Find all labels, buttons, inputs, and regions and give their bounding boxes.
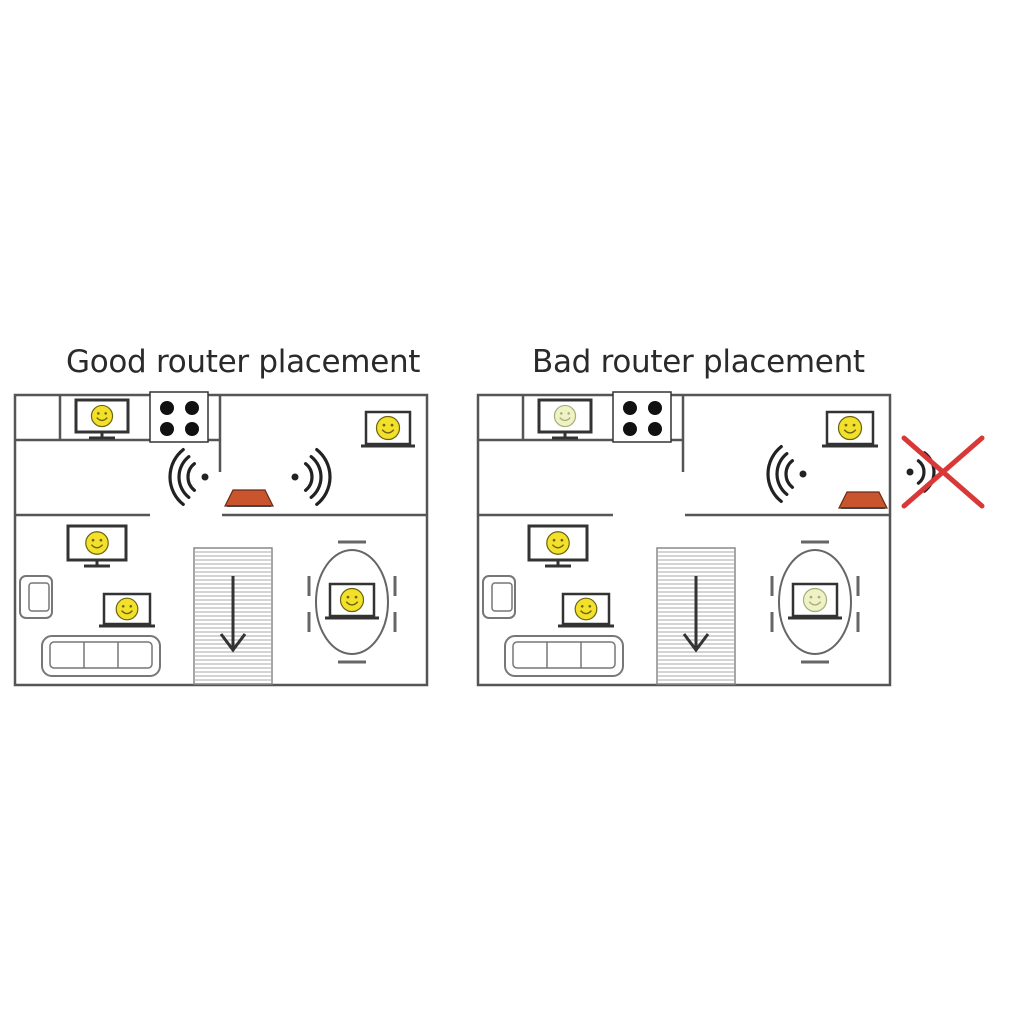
laptop-icon <box>361 410 415 448</box>
monitor-icon <box>74 398 130 440</box>
bad-placement-title: Bad router placement <box>532 344 865 380</box>
smiley-face-icon <box>85 531 109 555</box>
sofa-icon <box>504 635 624 677</box>
laptop-icon <box>325 582 379 620</box>
stove-icon <box>612 391 672 443</box>
monitor-icon <box>66 524 128 568</box>
smiley-face-icon <box>90 404 114 428</box>
stairs-icon <box>193 547 273 685</box>
smiley-face-icon <box>546 531 570 555</box>
smiley-face-icon <box>574 597 598 621</box>
router-icon <box>838 491 888 509</box>
wifi-signal-icon <box>168 447 209 507</box>
smiley-face-icon <box>837 415 863 441</box>
armchair-icon <box>19 575 53 619</box>
monitor-icon <box>537 398 593 440</box>
wifi-signal-icon <box>766 444 807 504</box>
laptop-icon <box>822 410 878 448</box>
dining-table-icon <box>307 540 397 664</box>
sofa-icon <box>41 635 161 677</box>
router-icon <box>224 489 274 507</box>
smiley-face-icon <box>339 587 365 613</box>
monitor-icon <box>527 524 589 568</box>
bad-floor-plan <box>476 391 985 687</box>
blocked-signal-icon <box>901 435 985 509</box>
laptop-icon <box>558 592 614 628</box>
laptop-icon <box>788 582 842 620</box>
dining-table-icon <box>770 540 860 664</box>
armchair-icon <box>482 575 516 619</box>
smiley-face-icon <box>375 415 401 441</box>
faded-face-icon <box>553 404 577 428</box>
stairs-icon <box>656 547 736 685</box>
smiley-face-icon <box>115 597 139 621</box>
wifi-signal-icon <box>291 447 332 507</box>
good-floor-plan <box>13 391 429 687</box>
laptop-icon <box>99 592 155 628</box>
stove-icon <box>149 391 209 443</box>
good-placement-title: Good router placement <box>66 344 421 380</box>
faded-face-icon <box>802 587 828 613</box>
